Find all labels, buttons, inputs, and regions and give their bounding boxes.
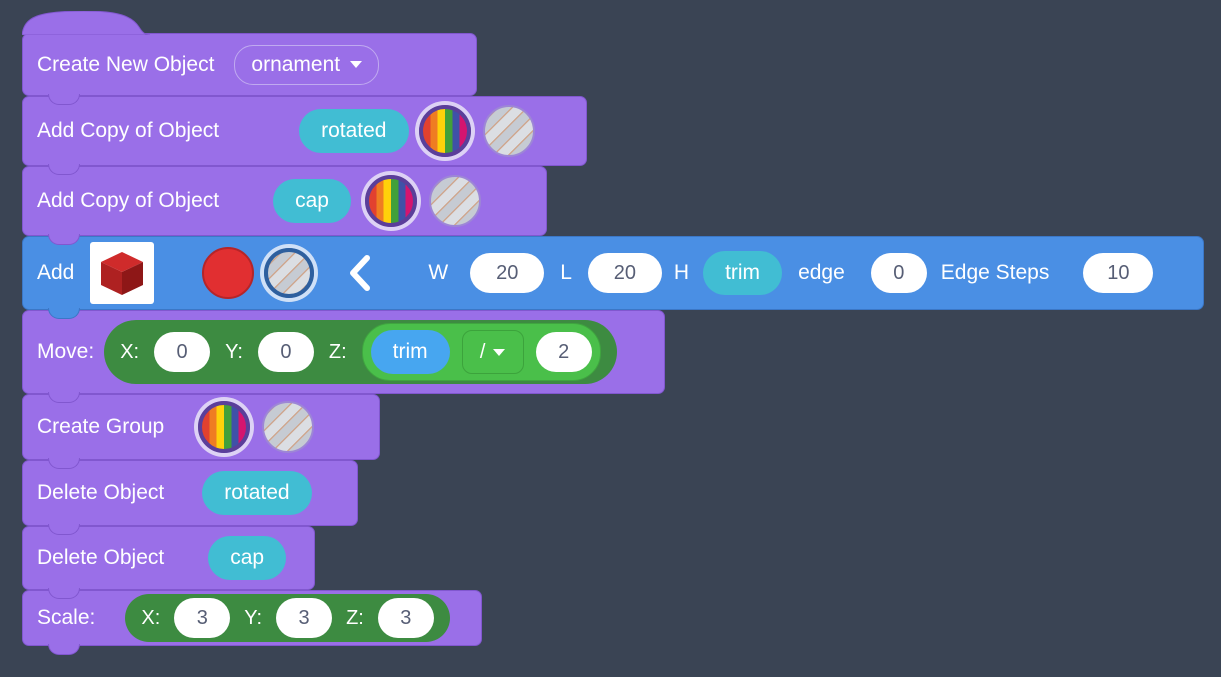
block-scale[interactable]: Scale: X: 3 Y: 3 Z: 3	[22, 590, 482, 655]
block-label: Create New Object	[37, 52, 215, 76]
y-value: 0	[280, 340, 292, 363]
trim-var-chip[interactable]: trim	[370, 330, 450, 374]
scale-xyz-pill: X: 3 Y: 3 Z: 3	[125, 594, 450, 642]
x-label: X:	[120, 340, 140, 363]
object-name-chip[interactable]: cap	[208, 536, 287, 580]
transparent-color-swatch[interactable]	[262, 401, 315, 453]
block-delete-object-cap[interactable]: Delete Object cap	[22, 526, 315, 599]
edge-steps-label: Edge Steps	[940, 261, 1050, 284]
block-label: Move:	[37, 340, 95, 363]
scale-y-input[interactable]: 3	[276, 598, 333, 638]
object-name-chip[interactable]: rotated	[299, 109, 409, 153]
red-color-swatch[interactable]	[202, 247, 255, 299]
block-move[interactable]: Move: X: 0 Y: 0 Z: trim / 2	[22, 310, 665, 403]
chip-label: rotated	[321, 119, 387, 142]
transparent-color-swatch[interactable]	[264, 248, 315, 298]
block-create-new-object[interactable]: Create New Object ornament	[22, 11, 477, 105]
edge-label: edge	[798, 261, 845, 284]
z-label: Z:	[346, 606, 364, 629]
width-input[interactable]: 20	[470, 253, 545, 293]
length-label: L	[560, 261, 572, 284]
cube-preview[interactable]	[90, 242, 155, 304]
edge-steps-value: 10	[1107, 261, 1130, 284]
bottom-tab	[48, 644, 80, 655]
rainbow-color-swatch[interactable]	[198, 401, 251, 453]
height-label: H	[673, 261, 690, 284]
width-value: 20	[496, 261, 519, 284]
block-label: Delete Object	[37, 481, 165, 504]
block-delete-object-rotated[interactable]: Delete Object rotated	[22, 460, 358, 535]
block-label: Scale:	[37, 606, 96, 629]
z-label: Z:	[328, 340, 347, 363]
y-label: Y:	[244, 606, 263, 629]
dropdown-value: ornament	[251, 52, 341, 76]
width-label: W	[428, 261, 449, 284]
chevron-left-icon[interactable]	[348, 254, 371, 292]
block-label: Create Group	[37, 415, 165, 438]
length-value: 20	[613, 261, 637, 284]
object-name-chip[interactable]: rotated	[202, 471, 312, 515]
z-value: 3	[400, 606, 412, 629]
object-name-chip[interactable]: cap	[273, 179, 351, 223]
chevron-down-icon	[350, 61, 363, 68]
chip-label: trim	[392, 340, 428, 363]
transparent-color-swatch[interactable]	[428, 175, 481, 227]
x-value: 3	[196, 606, 208, 629]
move-xyz-pill: X: 0 Y: 0 Z: trim / 2	[104, 320, 617, 384]
chip-label: rotated	[224, 481, 290, 504]
chevron-down-icon	[493, 348, 506, 356]
block-create-group[interactable]: Create Group	[22, 394, 380, 469]
scale-z-input[interactable]: 3	[377, 598, 434, 638]
x-label: X:	[141, 606, 161, 629]
chip-label: cap	[230, 546, 265, 569]
block-label: Add Copy of Object	[37, 189, 220, 212]
move-y-input[interactable]: 0	[257, 332, 314, 372]
scale-x-input[interactable]: 3	[174, 598, 231, 638]
block-label: Delete Object	[37, 546, 165, 569]
cube-icon	[101, 252, 144, 295]
move-x-input[interactable]: 0	[154, 332, 211, 372]
transparent-color-swatch[interactable]	[482, 105, 535, 157]
division-expression-block[interactable]: trim / 2	[361, 323, 601, 381]
edge-input[interactable]: 0	[870, 253, 927, 293]
block-label: Add Copy of Object	[37, 119, 220, 142]
length-input[interactable]: 20	[587, 253, 662, 293]
rainbow-color-swatch[interactable]	[364, 175, 417, 227]
x-value: 0	[176, 340, 188, 363]
chip-label: cap	[295, 189, 329, 212]
hat-top	[22, 11, 150, 35]
object-name-dropdown[interactable]: ornament	[234, 44, 380, 85]
height-var-chip[interactable]: trim	[703, 251, 783, 295]
operator-value: /	[479, 340, 486, 363]
divisor-value: 2	[558, 340, 570, 363]
operator-dropdown[interactable]: /	[461, 330, 524, 374]
block-add-copy-of-object-cap[interactable]: Add Copy of Object cap	[22, 166, 547, 245]
block-add-copy-of-object-rotated[interactable]: Add Copy of Object rotated	[22, 96, 587, 175]
y-value: 3	[298, 606, 310, 629]
rainbow-color-swatch[interactable]	[418, 105, 471, 157]
y-label: Y:	[225, 340, 243, 363]
chip-label: trim	[725, 261, 761, 284]
divisor-input[interactable]: 2	[535, 332, 592, 372]
block-add-cube[interactable]: Add W 20 L 20 H trim edge 0 Edge Steps 1…	[22, 236, 1204, 319]
edge-value: 0	[893, 261, 905, 284]
edge-steps-input[interactable]: 10	[1083, 253, 1154, 293]
block-label: Add	[37, 261, 75, 284]
